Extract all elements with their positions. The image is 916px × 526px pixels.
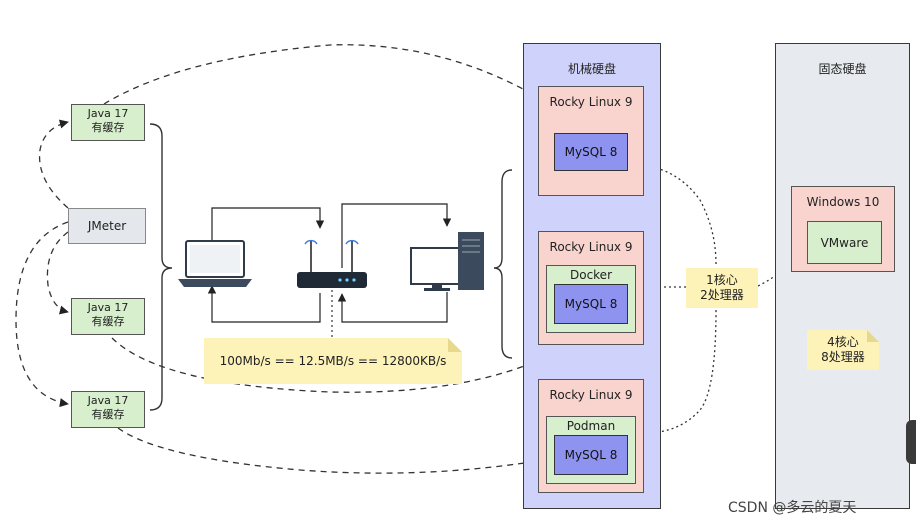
server-1-mysql: MySQL 8 [554,133,628,171]
server-2-os-label: Rocky Linux 9 [549,240,633,254]
cable-laptop-router-bottom [207,285,321,323]
server-3-db-label: MySQL 8 [564,448,618,462]
java-client-3: Java 17 有缓存 [71,391,145,428]
watermark: CSDN @多云的夏天 [728,500,857,516]
flow-jmeter-java1 [38,119,69,209]
server-1-os-label: Rocky Linux 9 [549,95,633,109]
ssd-title: 固态硬盘 [818,62,867,76]
podman-label: Podman [566,419,616,433]
host-note-fold-icon [867,330,879,342]
desktop-pc-icon [410,232,484,291]
network-cables [207,203,452,323]
laptop-icon [178,240,252,287]
java-client-1: Java 17 有缓存 [71,104,145,141]
note-fold-icon [448,338,462,352]
cable-router-pc-bottom [337,292,448,323]
flow-java3-rocky3 [117,427,557,474]
flow-jmeter-java2 [46,231,69,315]
cable-router-pc-top [341,203,452,268]
server-3-os-label: Rocky Linux 9 [549,388,633,402]
java-client-3-cache: 有缓存 [91,408,125,421]
clients-brace [149,123,173,411]
docker-label: Docker [569,268,613,282]
vmware-label: VMware [820,235,869,250]
host-cpu-procs: 8处理器 [821,350,865,364]
vm-link-rocky1 [647,163,717,265]
cable-laptop-router-top [211,207,325,258]
jmeter-label: JMeter [87,219,127,233]
windows-label: Windows 10 [806,195,880,209]
java-client-2-cache: 有缓存 [91,315,125,328]
jmeter-box: JMeter [68,208,146,244]
network-speed-text: 100Mb/s == 12.5MB/s == 12800KB/s [219,354,447,368]
server-2-db-label: MySQL 8 [564,297,618,311]
vmware-box: VMware [807,221,882,264]
scroll-handle[interactable] [906,420,916,464]
network-speed-note: 100Mb/s == 12.5MB/s == 12800KB/s [204,338,462,384]
host-cpu-cores: 4核心 [827,335,859,349]
server-3-mysql: MySQL 8 [554,435,628,475]
vm-cpu-cores: 1核心 [706,273,738,287]
server-1-db-label: MySQL 8 [564,145,618,159]
flow-jmeter-java3 [15,221,69,408]
flow-java1-rocky1 [103,44,591,133]
vm-cpu-note: 1核心 2处理器 [686,268,758,308]
mechanical-disk-title: 机械硬盘 [567,62,616,76]
java-client-3-version: Java 17 [87,394,129,407]
ssd-panel: 固态硬盘 [775,43,910,509]
server-2-mysql: MySQL 8 [554,284,628,324]
router-icon [297,239,367,288]
java-client-2: Java 17 有缓存 [71,298,145,335]
servers-brace [493,169,513,359]
java-client-2-version: Java 17 [87,301,129,314]
java-client-1-version: Java 17 [87,107,129,120]
vm-cpu-procs: 2处理器 [700,288,744,302]
java-client-1-cache: 有缓存 [91,121,125,134]
